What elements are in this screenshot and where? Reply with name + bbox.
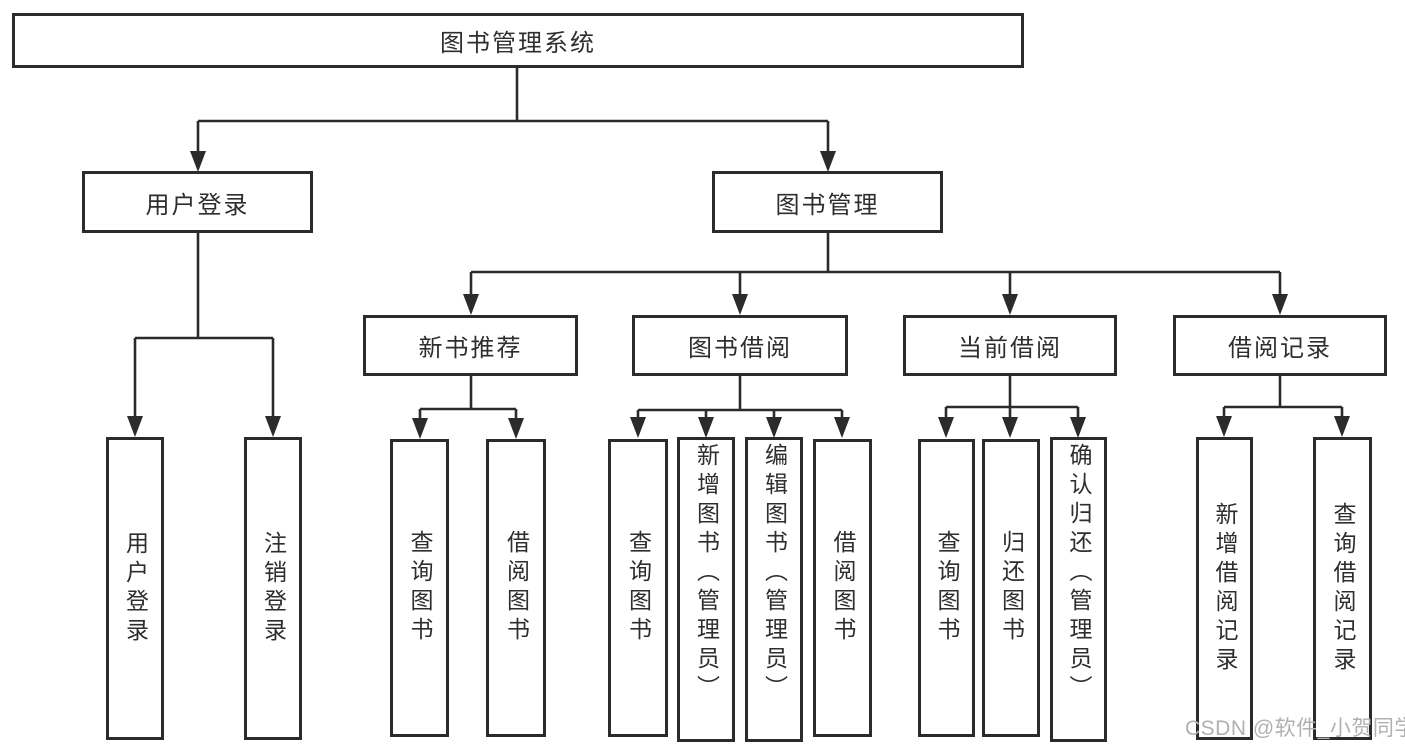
leaf-confirm-return-admin: 确认归还（管理员）	[1050, 437, 1107, 742]
connector-user-login-to-leaves	[127, 233, 281, 437]
node-new-book-recommend: 新书推荐	[363, 315, 578, 376]
node-library-system: 图书管理系统	[12, 13, 1024, 68]
connector-book-borrowing-to-leaves	[630, 376, 850, 438]
leaf-return-books: 归还图书	[982, 439, 1040, 737]
leaf-logout: 注销登录	[244, 437, 302, 740]
node-current-borrowing: 当前借阅	[903, 315, 1117, 376]
connector-current-borrowing-to-leaves	[938, 376, 1086, 438]
leaf-user-login: 用户登录	[106, 437, 164, 740]
node-user-login: 用户登录	[82, 171, 313, 233]
leaf-query-books-recommend: 查询图书	[390, 439, 449, 737]
leaf-add-books-admin: 新增图书（管理员）	[677, 437, 735, 742]
connector-borrowing-records-to-leaves	[1216, 376, 1350, 437]
node-book-management: 图书管理	[712, 171, 943, 233]
leaf-borrow-books-recommend: 借阅图书	[486, 439, 546, 737]
node-borrowing-records: 借阅记录	[1173, 315, 1387, 376]
leaf-query-borrow-record: 查询借阅记录	[1313, 437, 1372, 740]
connector-book-management-to-modules	[463, 233, 1288, 315]
leaf-query-books-borrowing: 查询图书	[608, 439, 668, 737]
leaf-add-borrow-record: 新增借阅记录	[1196, 437, 1253, 740]
leaf-query-books-current: 查询图书	[918, 439, 975, 737]
connector-new-book-recommend-to-leaves	[412, 376, 524, 439]
leaf-borrow-books-borrowing: 借阅图书	[813, 439, 872, 737]
node-book-borrowing: 图书借阅	[632, 315, 848, 376]
connector-root-to-branches	[190, 68, 836, 172]
watermark-text: CSDN @软件_小贺同学	[1185, 717, 1405, 740]
leaf-edit-books-admin: 编辑图书（管理员）	[745, 437, 803, 742]
